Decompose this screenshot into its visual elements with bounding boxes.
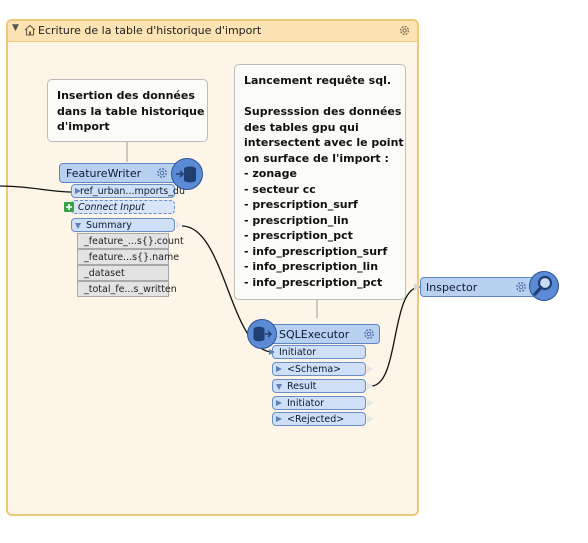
summary-attribute-label: _feature_...s{}.count (84, 236, 184, 247)
summary-output-arrow-icon[interactable] (176, 221, 182, 229)
featurewriter-connect-input-label: Connect Input (78, 202, 145, 213)
sqlexecutor-output-schema[interactable]: <Schema> (272, 362, 366, 376)
featurewriter-transformer[interactable]: FeatureWriter (59, 163, 180, 183)
bookmark-home-icon (24, 24, 36, 36)
summary-attribute[interactable]: _total_fe...s_written (77, 281, 177, 297)
triangle-down-icon (75, 223, 81, 229)
gear-icon[interactable] (398, 24, 411, 37)
triangle-right-icon (276, 366, 282, 372)
sqlexecutor-output-result[interactable]: Result (272, 379, 366, 393)
summary-attribute-label: _total_fe...s_written (84, 284, 177, 295)
summary-attribute[interactable]: _feature...s{}.name (77, 249, 179, 265)
sqlexecutor-output-label: <Rejected> (287, 414, 345, 425)
rejected-output-arrow-icon[interactable] (367, 415, 373, 423)
triangle-right-icon (276, 416, 282, 422)
featurewriter-input-port[interactable]: ref_urban...mports_du (71, 184, 185, 198)
bookmark-header[interactable]: ▼ Ecriture de la table d'historique d'im… (8, 21, 417, 42)
magnifier-icon (529, 271, 559, 301)
featurewriter-summary-label: Summary (86, 220, 132, 231)
annotation-lancement-text: Lancement requête sql. Supresssion des d… (244, 74, 404, 289)
featurewriter-gear-icon[interactable] (155, 166, 169, 180)
inspector-transformer[interactable]: Inspector (420, 277, 542, 297)
sqlexecutor-output-label: Initiator (287, 398, 325, 409)
featurewriter-input-port-label: ref_urban...mports_du (80, 186, 185, 197)
featurewriter-summary-port[interactable]: Summary (71, 218, 175, 232)
inspector-gear-icon[interactable] (514, 280, 528, 294)
triangle-right-icon (269, 349, 275, 355)
triangle-right-icon (276, 400, 282, 406)
featurewriter-connect-input[interactable]: Connect Input (64, 200, 175, 214)
featurewriter-title: FeatureWriter (66, 167, 142, 180)
connect-plus-icon (64, 202, 74, 212)
sqlexecutor-input-label: Initiator (279, 347, 317, 358)
sqlexecutor-output-rejected[interactable]: <Rejected> (272, 412, 366, 426)
result-output-arrow-icon[interactable] (367, 382, 373, 390)
bookmark-title: Ecriture de la table d'historique d'impo… (38, 24, 262, 37)
schema-output-arrow-icon[interactable] (367, 365, 373, 373)
sqlexecutor-transformer[interactable]: SQLExecutor (260, 324, 380, 344)
initiator-output-arrow-icon[interactable] (367, 399, 373, 407)
chevron-down-icon[interactable]: ▼ (12, 23, 19, 33)
database-execute-icon (247, 319, 277, 349)
sqlexecutor-gear-icon[interactable] (362, 327, 376, 341)
inspector-title: Inspector (426, 281, 478, 294)
annotation-lancement[interactable]: Lancement requête sql. Supresssion des d… (234, 64, 406, 300)
triangle-down-icon (276, 384, 282, 390)
triangle-right-icon (75, 188, 81, 194)
inspector-input-arrow-icon[interactable] (414, 283, 420, 291)
summary-attribute-label: _feature...s{}.name (84, 252, 180, 263)
sqlexecutor-output-label: Result (287, 381, 317, 392)
sqlexecutor-output-label: <Schema> (287, 364, 342, 375)
annotation-insertion[interactable]: Insertion des données dans la table hist… (47, 79, 208, 142)
sqlexecutor-input-port[interactable]: Initiator (269, 345, 366, 359)
database-write-icon (171, 158, 203, 190)
summary-attribute[interactable]: _feature_...s{}.count (77, 233, 184, 249)
sqlexecutor-output-initiator[interactable]: Initiator (272, 396, 366, 410)
sqlexecutor-title: SQLExecutor (279, 328, 350, 341)
annotation-insertion-text: Insertion des données dans la table hist… (57, 89, 205, 133)
summary-attribute[interactable]: _dataset (77, 265, 169, 281)
summary-attribute-label: _dataset (84, 268, 125, 279)
